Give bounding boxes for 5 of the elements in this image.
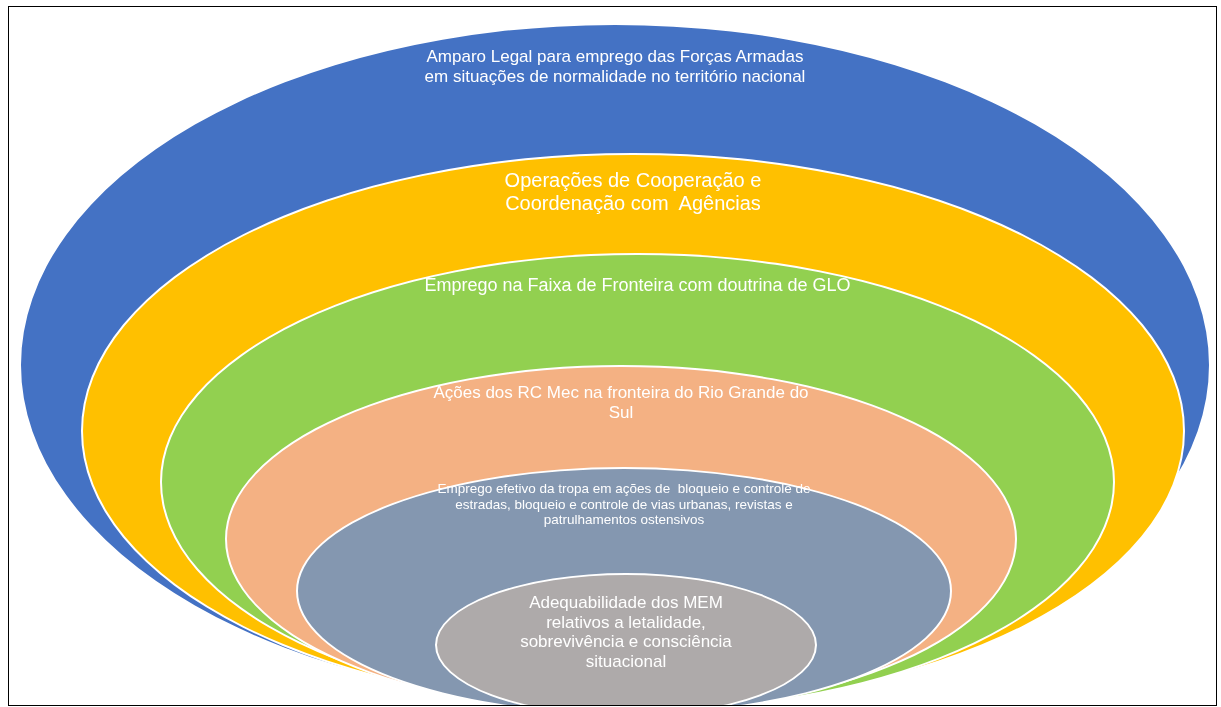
ellipse-label: Adequabilidade dos MEM relativos a letalidade, sobrevivência e consciência situacional — [519, 593, 733, 672]
ellipse-label: Operações de Cooperação e Coordenação com Agências — [503, 169, 763, 215]
ellipse-label: Amparo Legal para emprego das Forças Armadas em situações de normalidade no território nacional — [423, 47, 807, 87]
ellipse-label: Emprego na Faixa de Fronteira com doutrina de GLO — [423, 275, 852, 296]
ellipse-label: Ações dos RC Mec na fronteira do Rio Grande do Sul — [432, 383, 810, 423]
